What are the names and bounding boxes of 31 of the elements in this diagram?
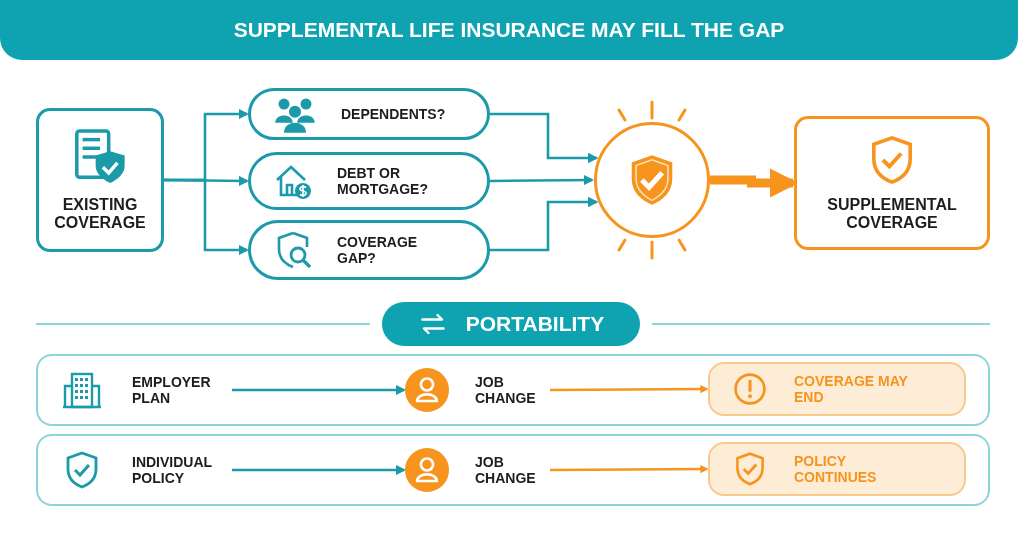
node-label: COVERAGE MAY END xyxy=(794,372,909,406)
result-card xyxy=(794,116,990,250)
question-pill xyxy=(248,220,490,280)
question-pill xyxy=(248,152,490,210)
arrow xyxy=(490,196,599,252)
arrow xyxy=(164,178,250,256)
row-band xyxy=(36,354,990,426)
node-label: PORTABILITY xyxy=(465,311,605,337)
node-label: DEBT OR MORTGAGE? xyxy=(337,164,429,198)
node-label: EXISTING COVERAGE xyxy=(53,195,147,233)
row-band xyxy=(36,434,990,506)
coverage-card xyxy=(36,108,164,252)
node-label: JOB CHANGE xyxy=(475,453,537,487)
section-header-pill xyxy=(382,302,640,346)
node-label: POLICY CONTINUES xyxy=(794,452,878,486)
arrow xyxy=(490,112,599,164)
arrow xyxy=(490,174,595,186)
arrow xyxy=(550,384,709,394)
arrow xyxy=(550,464,709,474)
node-label: DEPENDENTS? xyxy=(341,105,447,123)
outcome-pill xyxy=(708,362,966,416)
node-label: SUPPLEMENTAL COVERAGE xyxy=(826,195,958,233)
title-banner: SUPPLEMENTAL LIFE INSURANCE MAY FILL THE GAP xyxy=(0,0,1018,60)
arrow xyxy=(232,464,407,476)
arrow xyxy=(232,384,407,396)
outcome-pill xyxy=(708,442,966,496)
node-label: EMPLOYER PLAN xyxy=(132,373,212,407)
node-label: JOB CHANGE xyxy=(475,373,537,407)
question-pill xyxy=(248,88,490,140)
node-label: INDIVIDUAL POLICY xyxy=(132,453,213,487)
node-label: COVERAGE GAP? xyxy=(337,233,419,267)
